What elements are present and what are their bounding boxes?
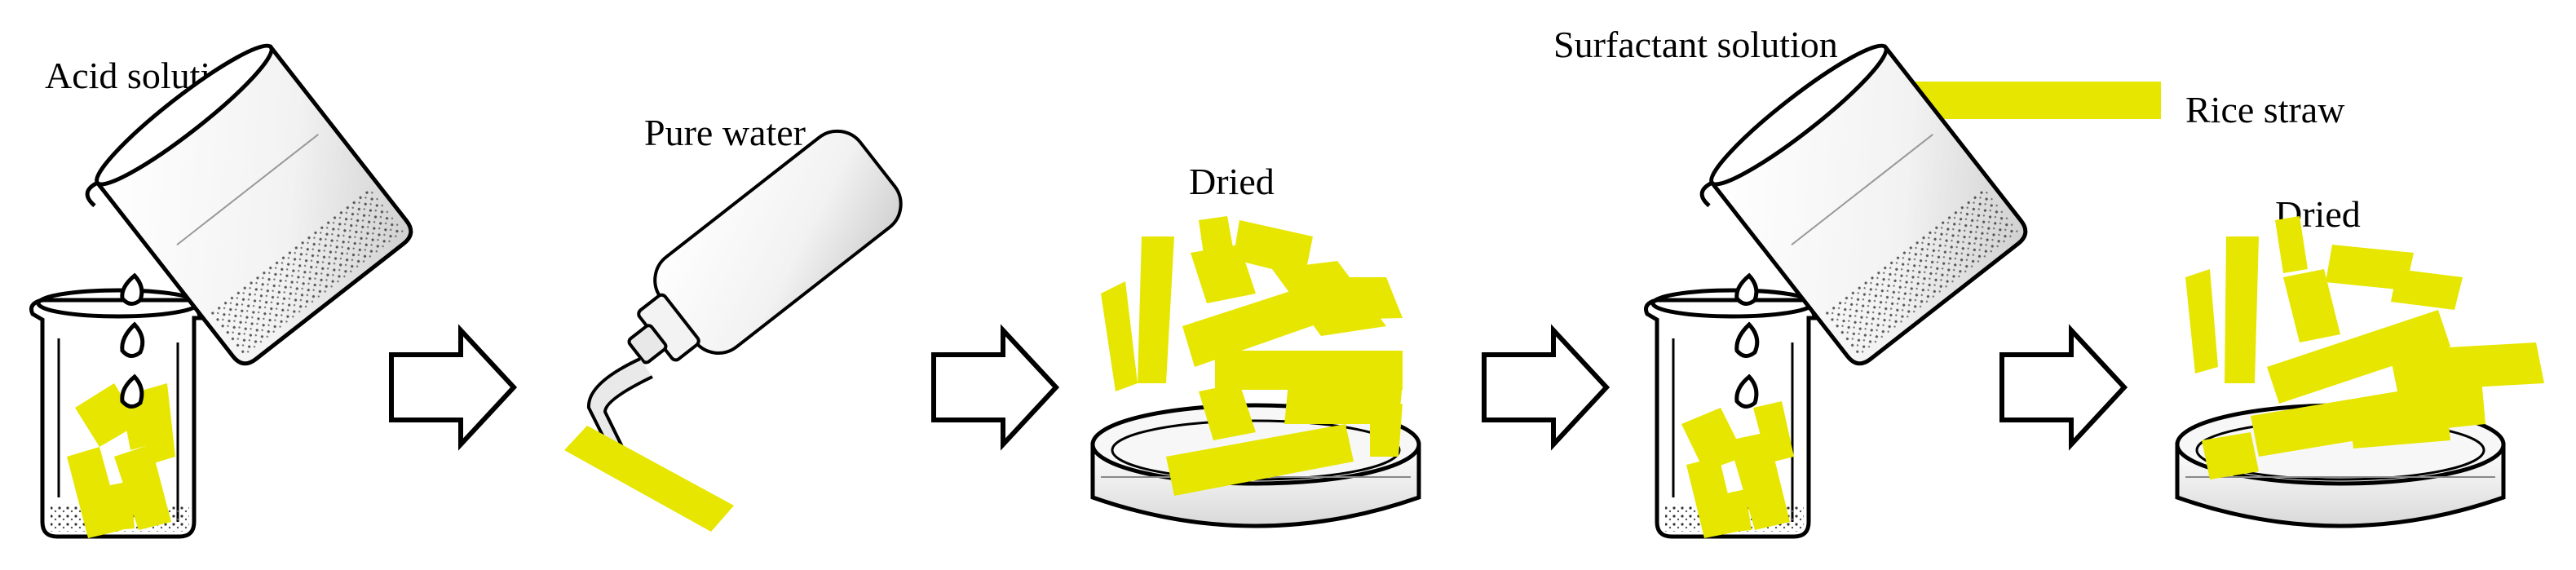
pure-water-label: Pure water (644, 112, 806, 153)
surfactant-solution-label: Surfactant solution (1553, 24, 1838, 65)
rice-straw-pieces (1101, 216, 1403, 496)
pouring-beaker-icon (85, 43, 413, 366)
drops (1734, 272, 1760, 409)
arrow-icon-2 (931, 324, 1060, 451)
drops (120, 272, 145, 409)
pouring-beaker-icon (1699, 43, 2028, 366)
rice-straw-pieces (67, 383, 175, 538)
rice-straw-pieces (1681, 401, 1794, 538)
rice-straw-pieces (2185, 216, 2544, 479)
acid-beaker-step (29, 43, 413, 539)
legend-rice-straw-swatch (1908, 82, 2161, 119)
drying-step-1 (1090, 216, 1421, 528)
arrow-icon-1 (389, 324, 518, 451)
dried-label-1: Dried (1189, 161, 1275, 202)
water-wash-step (564, 129, 903, 532)
wash-bottle-icon (586, 129, 903, 459)
drying-step-2 (2175, 216, 2544, 528)
legend-rice-straw-label: Rice straw (2185, 89, 2345, 130)
arrow-icon-4 (1999, 324, 2128, 451)
rice-straw-piece (564, 426, 734, 532)
arrow-icon-3 (1482, 324, 1611, 451)
surfactant-beaker-step (1644, 43, 2028, 539)
